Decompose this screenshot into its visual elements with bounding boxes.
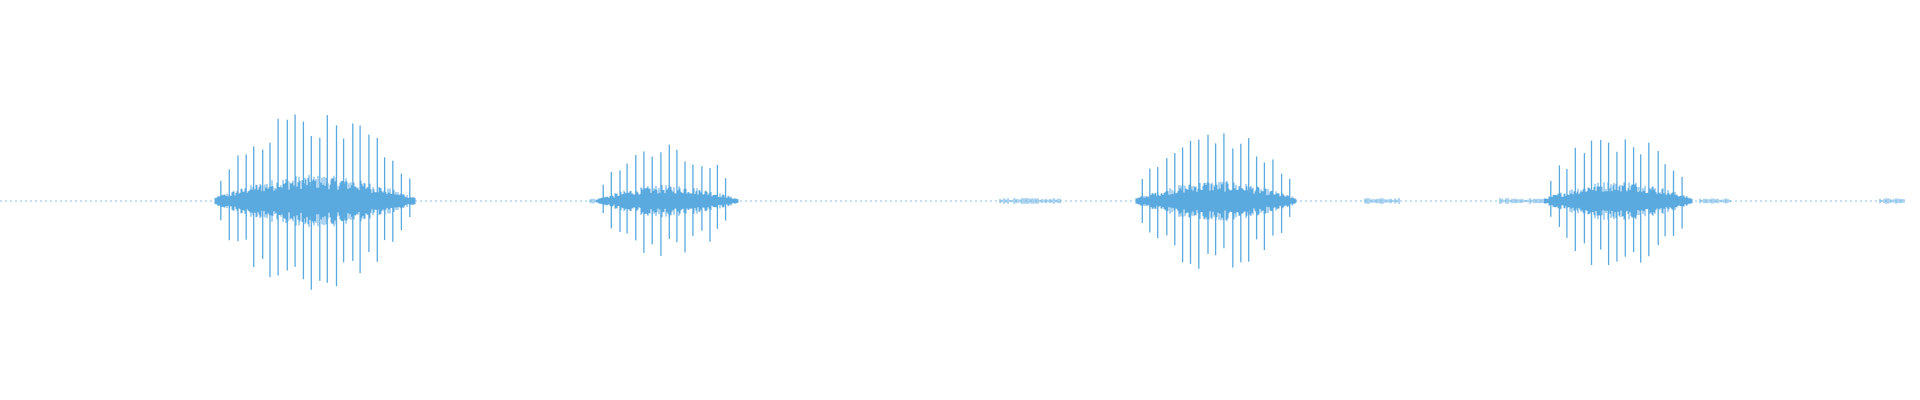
waveform-burst	[214, 114, 416, 290]
waveform-bursts	[214, 114, 1905, 290]
waveform-burst	[1544, 139, 1693, 265]
waveform-burst	[596, 144, 739, 256]
waveform-burst	[1135, 133, 1297, 269]
